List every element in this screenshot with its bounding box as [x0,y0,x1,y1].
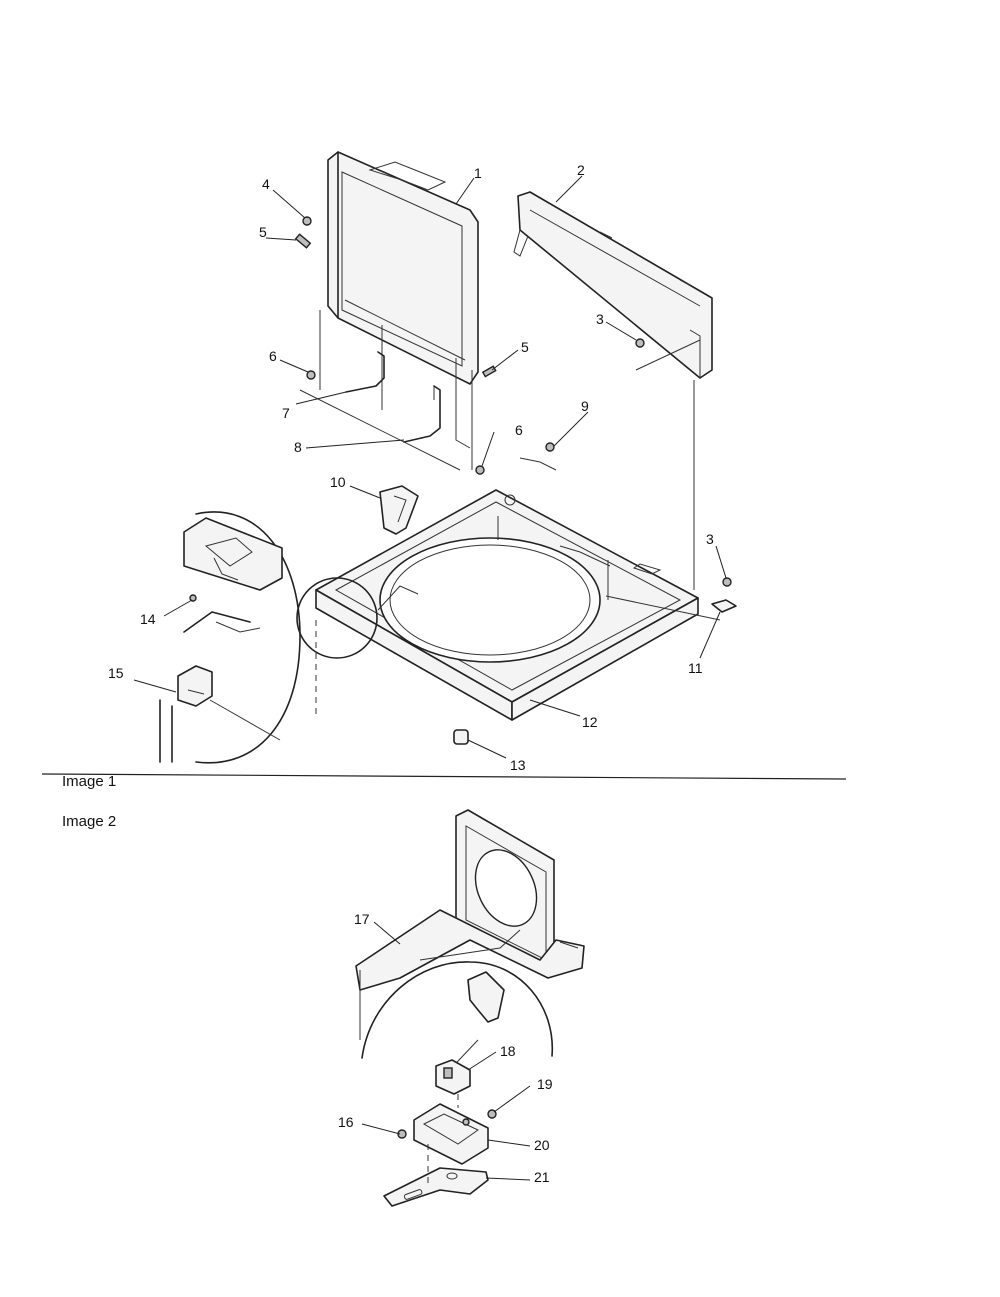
screw-part-4 [302,216,312,226]
callout-numbers: 1 2 3 3 4 5 5 6 6 7 8 9 10 11 12 13 14 1… [108,162,714,1185]
callout-3-upper: 3 [596,311,604,327]
bracket-part-20 [413,1103,489,1165]
foot-part-13 [453,729,469,745]
callout-17: 17 [354,911,370,927]
callout-15: 15 [108,665,124,681]
actuator-part-21 [383,1167,489,1207]
switch-part-18 [435,1059,471,1095]
clip-part-10 [379,485,419,535]
image-1-caption: Image 1 [62,773,116,790]
callout-7: 7 [282,405,290,421]
screw-part-16 [397,1129,407,1139]
callout-2: 2 [577,162,585,178]
switch-actuator [467,971,505,1023]
magnified-detail [159,511,301,764]
callout-11: 11 [688,660,703,676]
pin-part-5-left [294,233,312,249]
callout-12: 12 [582,714,598,730]
callout-6-left: 6 [269,348,277,364]
wire-part-9 [519,457,557,471]
callout-13: 13 [510,757,526,773]
image-2-drawing [355,809,585,1207]
bumper-part-6-right [475,465,485,475]
alignment-lines [299,310,721,716]
callout-8: 8 [294,439,302,455]
callout-5-right: 5 [521,339,529,355]
lid-frame-part-1 [327,151,479,410]
callout-1: 1 [474,165,482,181]
callout-20: 20 [534,1137,550,1153]
callout-19: 19 [537,1076,553,1092]
callout-5-left: 5 [259,224,267,240]
drum-outline [361,961,554,1059]
pin-part-5-right [481,365,497,378]
callout-16: 16 [338,1114,354,1130]
bracket-part-11 [711,599,737,613]
screw-part-3-upper [635,338,645,348]
callout-3-lower: 3 [706,531,714,547]
image-2-leader-lines [361,921,531,1181]
callout-18: 18 [500,1043,516,1059]
detail-locator-circle [296,577,378,659]
bumper-part-6-left [306,370,316,380]
image-1-drawing [133,151,737,764]
hardware-parts [294,216,732,587]
callout-4: 4 [262,176,270,192]
callout-9: 9 [581,398,589,414]
callout-6-right: 6 [515,422,523,438]
top-cover-part-12 [315,489,699,721]
callout-10: 10 [330,474,346,490]
callout-21: 21 [534,1169,550,1185]
screw-part-3-lower [722,577,732,587]
washer-top-part-17 [355,809,585,1040]
hinges-parts-7-8 [345,351,441,443]
screw-part-9 [545,442,555,452]
image-1-leader-lines [133,175,727,759]
image-2-caption: Image 2 [62,813,116,830]
back-panel-part-2 [513,191,713,379]
callout-14: 14 [140,611,156,627]
image-divider [41,773,847,780]
